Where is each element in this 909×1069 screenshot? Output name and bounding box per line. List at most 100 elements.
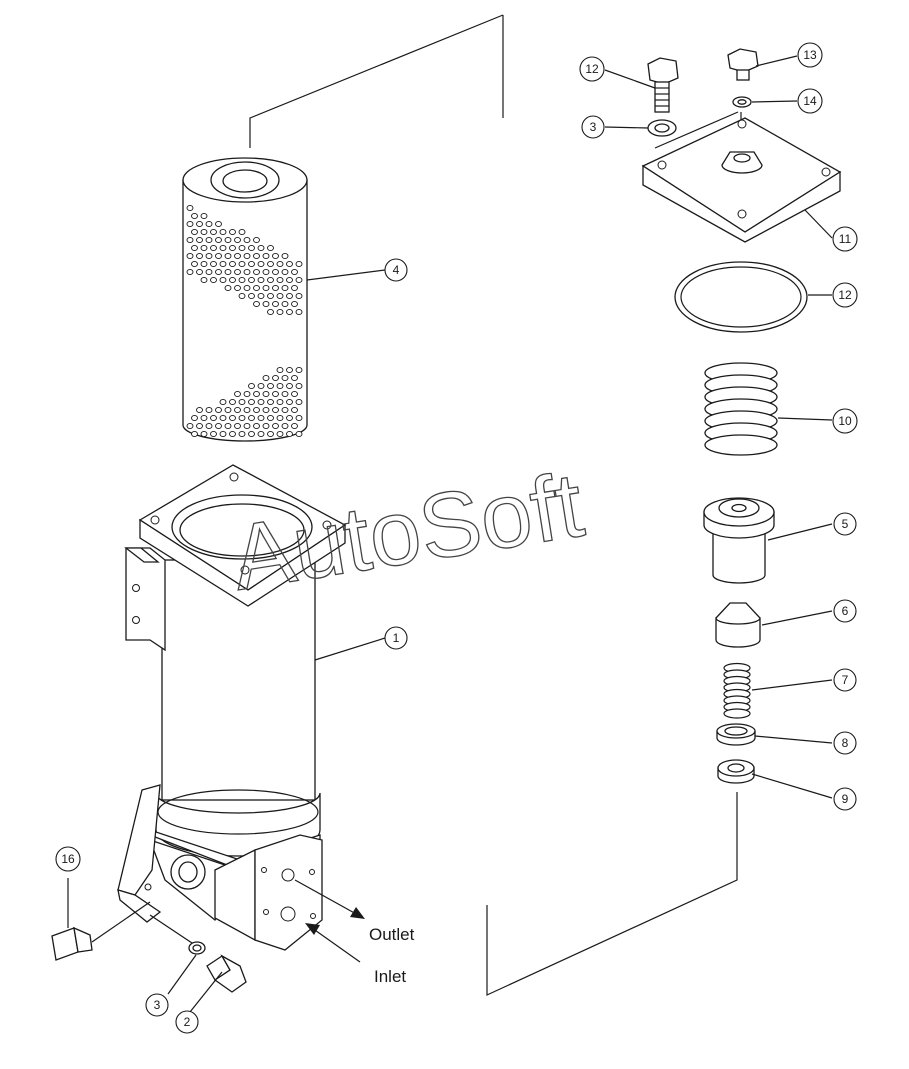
o-ring xyxy=(674,261,808,333)
perforation-hole xyxy=(229,430,236,438)
perforation-hole xyxy=(291,390,298,398)
perforation-hole xyxy=(210,276,217,284)
perforation-hole xyxy=(267,414,274,422)
callout-10: 10 xyxy=(832,408,858,434)
perforation-hole xyxy=(243,268,251,276)
perforation-hole xyxy=(291,422,298,430)
perforation-hole xyxy=(272,300,279,308)
filter-element xyxy=(182,157,308,442)
perforation-hole xyxy=(262,422,270,430)
perforation-hole xyxy=(234,390,241,398)
perforation-hole xyxy=(276,308,284,316)
perforation-hole xyxy=(238,276,246,284)
callout-15: 14 xyxy=(797,88,823,114)
perforation-hole xyxy=(186,220,194,228)
perforation-hole xyxy=(295,382,303,390)
perforation-hole xyxy=(267,398,274,406)
callout-8-label: 8 xyxy=(842,736,849,750)
perforation-hole xyxy=(295,276,303,284)
perforation-hole xyxy=(200,244,208,252)
perforation-hole xyxy=(276,276,284,284)
perforation-hole xyxy=(272,390,279,398)
perforation-hole xyxy=(253,300,260,308)
perforation-hole xyxy=(186,204,194,212)
perforation-hole xyxy=(229,414,236,422)
port-arrows xyxy=(294,879,365,963)
perforation-hole xyxy=(196,236,203,244)
poppet xyxy=(715,602,761,648)
perforation-hole xyxy=(248,398,255,406)
perforation-hole xyxy=(186,236,194,244)
filter-housing xyxy=(117,464,347,951)
perforation-hole xyxy=(257,260,265,268)
perforation-hole xyxy=(272,284,279,292)
perforation-hole xyxy=(238,244,246,252)
inlet-label: Inlet xyxy=(374,967,406,986)
washer-8 xyxy=(716,723,756,746)
perforation-hole xyxy=(191,228,198,236)
perforation-hole xyxy=(248,414,255,422)
perforation-hole xyxy=(234,406,241,414)
perforation-hole xyxy=(248,244,255,252)
perforation-hole xyxy=(295,430,303,438)
washer-upper xyxy=(647,119,677,137)
callout-1-label: 1 xyxy=(393,631,400,645)
perforation-hole xyxy=(238,414,246,422)
perforation-hole xyxy=(286,276,293,284)
callout-12-label: 12 xyxy=(838,288,852,302)
callout-14: 13 xyxy=(797,42,823,68)
callout-5-label: 5 xyxy=(842,517,849,531)
outlet-label: Outlet xyxy=(369,925,415,944)
perforation-hole xyxy=(210,414,217,422)
perforation-hole xyxy=(281,390,289,398)
perforation-hole xyxy=(200,228,208,236)
perforation-hole xyxy=(253,406,260,414)
callout-4-label: 4 xyxy=(393,263,400,277)
perforation-hole xyxy=(234,236,241,244)
perforation-hole xyxy=(219,244,227,252)
perforation-hole xyxy=(286,382,293,390)
perforation-hole xyxy=(215,268,222,276)
callout-7: 7 xyxy=(833,668,857,692)
perforation-hole xyxy=(257,414,265,422)
perforation-hole xyxy=(215,236,222,244)
callout-13-label: 12 xyxy=(585,62,599,76)
perforation-hole xyxy=(219,414,227,422)
perforation-hole xyxy=(276,430,284,438)
perforation-hole xyxy=(267,382,274,390)
perforation-hole xyxy=(295,292,303,300)
perforation-hole xyxy=(196,220,203,228)
callout-5: 5 xyxy=(833,512,857,536)
perforation-hole xyxy=(253,390,260,398)
perforation-hole xyxy=(224,406,232,414)
callout-9: 9 xyxy=(833,787,857,811)
perforation-hole xyxy=(291,406,298,414)
perforation-hole xyxy=(224,422,232,430)
perforation-hole xyxy=(262,252,270,260)
callout-2: 2 xyxy=(175,1010,199,1034)
callouts: 4 1 12 3 13 14 11 12 10 5 6 7 8 9 16 3 2 xyxy=(55,42,858,1034)
perforation-hole xyxy=(229,276,236,284)
perforation-hole xyxy=(219,228,227,236)
perforation-hole xyxy=(200,260,208,268)
perforation-hole xyxy=(295,366,303,374)
callout-1: 1 xyxy=(384,626,408,650)
perforation-hole xyxy=(253,284,260,292)
perforation-hole xyxy=(210,244,217,252)
perforation-hole xyxy=(257,244,265,252)
callout-7-label: 7 xyxy=(842,673,849,687)
perforation-hole xyxy=(276,398,284,406)
perforation-hole xyxy=(196,422,203,430)
perforation-hole xyxy=(262,284,270,292)
perforation-hole xyxy=(281,252,289,260)
perforation-hole xyxy=(186,252,194,260)
perforation-hole xyxy=(229,260,236,268)
valve-seat xyxy=(703,497,775,584)
perforation-hole xyxy=(267,260,274,268)
spring-coil xyxy=(704,434,778,456)
perforation-hole xyxy=(210,430,217,438)
callout-11: 11 xyxy=(832,226,858,252)
perforation-hole xyxy=(262,268,270,276)
perforation-hole xyxy=(186,268,194,276)
perforation-hole xyxy=(234,268,241,276)
